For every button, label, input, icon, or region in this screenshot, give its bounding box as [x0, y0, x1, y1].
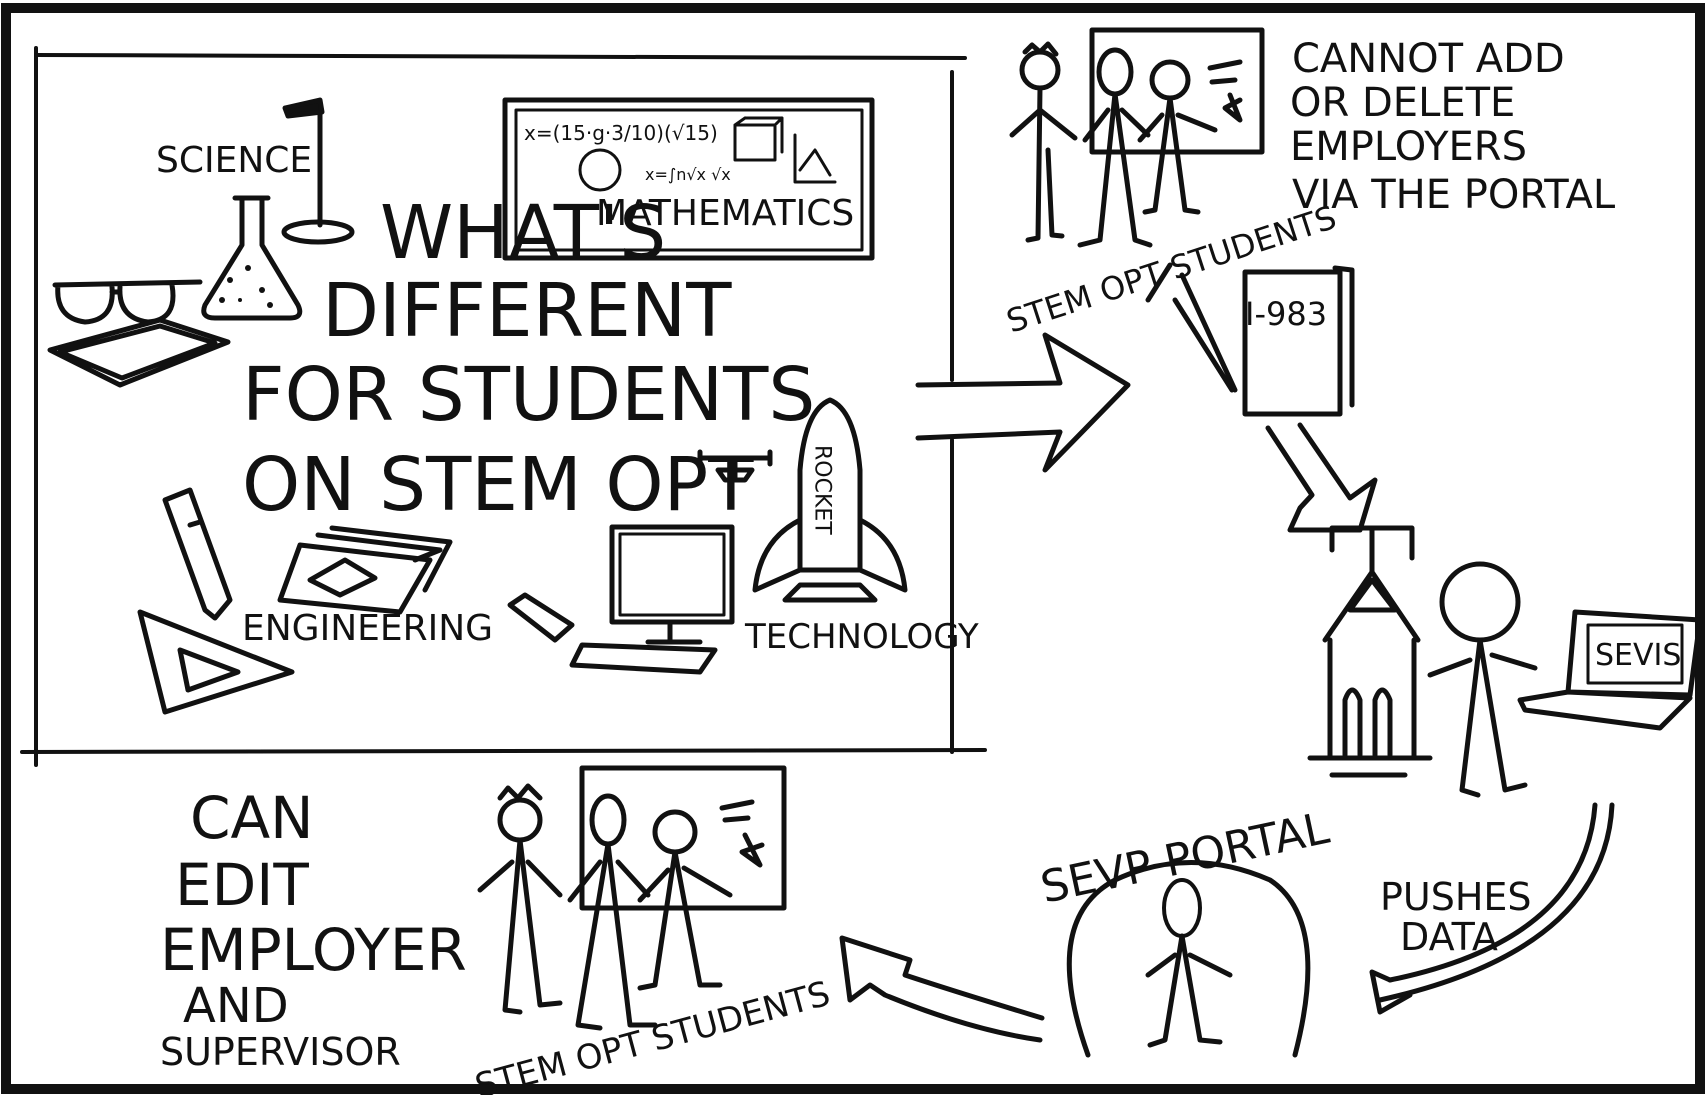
right-arrow-icon	[915, 332, 1131, 473]
top-student-group	[1009, 27, 1265, 248]
pushes-line-1: PUSHES	[1380, 875, 1532, 919]
title-line-1: WHAT'S	[380, 190, 666, 276]
technology-label: TECHNOLOGY	[744, 617, 979, 657]
i983-form: I-983	[1145, 262, 1378, 533]
cannot-note-line-3: EMPLOYERS	[1290, 124, 1527, 170]
rocket-label: ROCKET	[810, 445, 835, 535]
title-line-3: FOR STUDENTS	[242, 352, 815, 438]
blueprint-icon	[277, 525, 453, 615]
cannot-note-line-2: OR DELETE	[1290, 80, 1515, 126]
science-illustration: SCIENCE	[47, 97, 355, 388]
title-line-2: DIFFERENT	[322, 268, 732, 354]
mathematics-label: MATHEMATICS	[596, 193, 854, 234]
engineering-label: ENGINEERING	[242, 608, 493, 649]
keyboard-icon	[569, 642, 718, 675]
school-building-icon	[1307, 525, 1433, 778]
curved-arrow-icon	[1369, 802, 1615, 1015]
bottom-student-group	[477, 765, 787, 1031]
title-panel	[20, 46, 987, 767]
phone-icon	[507, 592, 575, 643]
technology-illustration: ROCKET TECHNOLOGY	[507, 397, 979, 675]
title-block: WHAT'S DIFFERENT FOR STUDENTS ON STEM OP…	[242, 190, 815, 528]
tray-icon	[47, 317, 231, 388]
pushes-line-2: DATA	[1400, 915, 1498, 959]
can-note-line-3: EMPLOYER	[160, 916, 467, 984]
cannot-note-line-4: VIA THE PORTAL	[1292, 172, 1616, 218]
down-arrow-icon	[1265, 422, 1378, 533]
left-arrow-icon	[839, 935, 1045, 1043]
beaker-icon	[201, 195, 303, 321]
cannot-note-line-1: CANNOT ADD	[1292, 36, 1565, 82]
engineering-illustration: ENGINEERING	[137, 487, 493, 715]
can-note-line-5: SUPERVISOR	[160, 1030, 401, 1074]
pencil-icon	[162, 487, 233, 621]
can-note-line-1: CAN	[190, 784, 314, 852]
title-line-4: ON STEM OPT	[242, 442, 754, 528]
laptop-icon	[1517, 609, 1703, 731]
can-edit-note: CAN EDIT EMPLOYER AND SUPERVISOR	[160, 784, 467, 1074]
drone-icon	[697, 449, 773, 483]
equation-1: x=(15·g·3/10)(√15)	[524, 121, 718, 145]
sevis-label: SEVIS	[1595, 638, 1681, 673]
equation-2: x=∫n√x √x	[645, 165, 731, 184]
cannot-add-note: CANNOT ADD OR DELETE EMPLOYERS VIA THE P…	[1290, 36, 1616, 218]
goggles-icon	[52, 279, 203, 325]
outer-frame	[1, 3, 1705, 1094]
form-label: I-983	[1245, 295, 1327, 333]
school-official-group	[1307, 525, 1703, 798]
form-icon	[1242, 269, 1343, 417]
science-label: SCIENCE	[156, 140, 312, 181]
can-note-line-4: AND	[183, 978, 289, 1034]
mathematics-illustration: x=(15·g·3/10)(√15) x=∫n√x √x MATHEMATICS	[502, 97, 875, 261]
set-square-icon	[137, 609, 295, 715]
rocket-icon	[752, 397, 908, 603]
chalkboard-icon	[502, 97, 875, 261]
can-note-line-2: EDIT	[175, 851, 309, 919]
